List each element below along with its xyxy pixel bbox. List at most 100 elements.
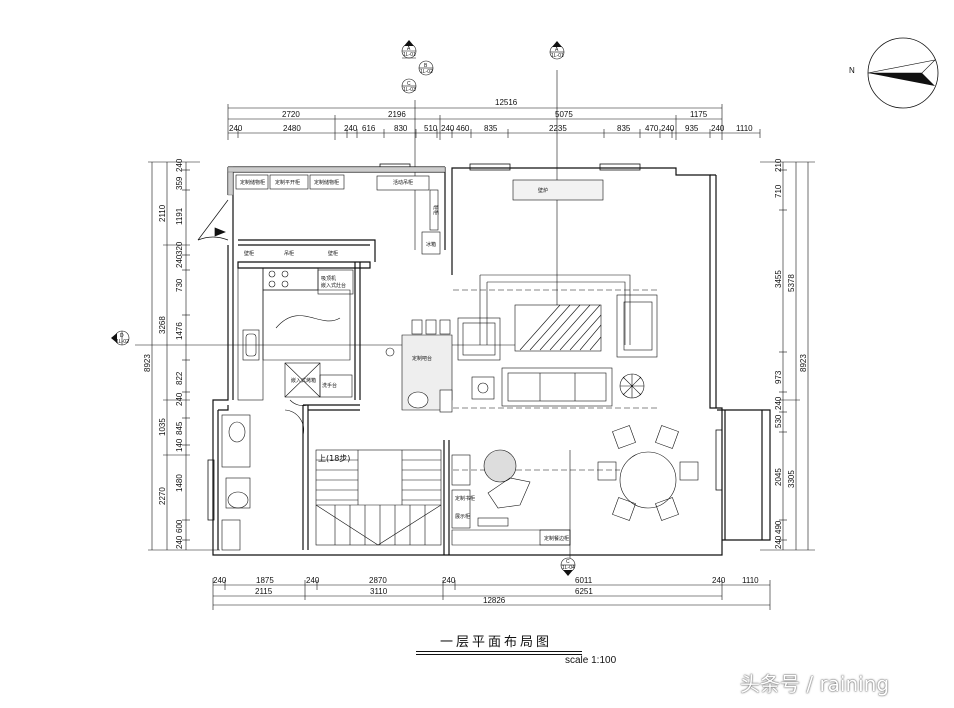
- bottom-dim: 1110: [742, 576, 759, 585]
- bottom-dim: 240: [306, 576, 320, 585]
- top-dim: 240: [661, 124, 675, 133]
- top-dim: 240: [229, 124, 243, 133]
- bottom-dim: 240: [442, 576, 456, 585]
- island-label: 定制吧台: [412, 355, 432, 362]
- top-dim: 240: [441, 124, 455, 133]
- bubble-ref: 1L-03: [403, 87, 416, 93]
- bottom-dim: 6011: [575, 576, 593, 585]
- dining-labels: 定制书柜 展示柜 定制餐边柜: [455, 495, 569, 542]
- living-label: 壁炉: [538, 187, 548, 194]
- bottom-dim: 1875: [256, 576, 274, 585]
- dining-label: 展示柜: [455, 513, 470, 520]
- left-overall-dim: 8923: [143, 354, 152, 372]
- left-dim: 1480: [175, 474, 184, 492]
- left-dim: 320: [175, 241, 184, 255]
- left-dim: 2110: [158, 204, 167, 222]
- top-dim: 2480: [283, 124, 301, 133]
- scale-label: scale 1:100: [565, 655, 617, 666]
- dimension-texts: 12516 2720 2196 5075 1175 240 2480 240 6…: [143, 98, 808, 605]
- bubble-ref: 1L-04: [562, 565, 575, 571]
- top-dim: 835: [484, 124, 498, 133]
- right-dim: 240: [774, 535, 783, 549]
- living-room: [457, 179, 658, 407]
- north-arrow-icon: [867, 37, 939, 109]
- cabinet-label: 壁柜: [328, 250, 338, 257]
- top-overall-dim: 12516: [495, 98, 518, 107]
- bottom-dim: 240: [213, 576, 227, 585]
- windows: [207, 163, 723, 521]
- bubble-arrows: [111, 40, 573, 576]
- top-dim: 460: [456, 124, 470, 133]
- living-labels: 壁炉: [538, 187, 548, 194]
- stairs: [315, 449, 442, 546]
- top-dim: 240: [344, 124, 358, 133]
- bottom-dim: 6251: [575, 587, 593, 596]
- right-dim: 530: [774, 414, 783, 428]
- bubble-letter: A: [555, 47, 559, 53]
- right-dim: 973: [774, 370, 783, 384]
- right-dim: 2045: [774, 468, 783, 486]
- top-dim: 2235: [549, 124, 567, 133]
- bubble-ref: 1L-02: [116, 339, 129, 345]
- dining-label: 定制书柜: [455, 495, 475, 502]
- kitchen-label: 嵌入式灶台: [321, 282, 346, 289]
- section-bubbles: [114, 43, 576, 573]
- cabinet-label: 活动吊柜: [393, 179, 413, 186]
- kitchen-label: 洗手台: [322, 382, 337, 389]
- bubble-letter: C: [566, 559, 570, 565]
- cabinet-label: 鞋柜: [432, 205, 439, 215]
- top-dimension-lines: [227, 104, 761, 140]
- top-dim: 835: [617, 124, 631, 133]
- left-dim: 240: [175, 254, 184, 268]
- top-dim: 5075: [555, 110, 573, 119]
- top-dim: 616: [362, 124, 376, 133]
- kitchen-label: 吸顶机: [321, 275, 336, 282]
- left-dim: 1191: [175, 207, 184, 225]
- watermark-text: 头条号 / raining: [740, 672, 890, 696]
- top-dim: 470: [645, 124, 659, 133]
- left-dim: 2270: [158, 487, 167, 505]
- top-dim: 935: [685, 124, 699, 133]
- bottom-dimension-lines: [212, 578, 771, 610]
- bubble-labels: A 1L-01 B 1L-02 C 1L-03 A 1L-01 D 1L-02 …: [116, 46, 575, 571]
- top-dim: 240: [711, 124, 725, 133]
- bathroom: [221, 409, 304, 551]
- stair-label: 上(18步): [318, 454, 350, 463]
- entry-door: [197, 199, 229, 241]
- right-dim: 5378: [787, 274, 796, 292]
- left-dim: 730: [175, 278, 184, 292]
- right-dim: 240: [774, 396, 783, 410]
- bubble-letter: C: [407, 81, 411, 87]
- right-dim: 3305: [787, 470, 796, 488]
- cabinet-label: 冰箱: [426, 241, 436, 248]
- bottom-dim: 3110: [370, 587, 388, 596]
- hatch-strips: [227, 166, 446, 196]
- left-dim: 1476: [175, 322, 184, 340]
- top-dim: 2196: [388, 110, 406, 119]
- cabinet-label: 定制储物柜: [314, 179, 339, 186]
- bottom-dim: 2115: [255, 587, 273, 596]
- bubble-ref: 1L-01: [551, 53, 564, 59]
- right-dimension-lines: [760, 161, 815, 551]
- storage-cabinets: [235, 174, 441, 255]
- right-dim: 710: [774, 184, 783, 198]
- title-underline: [416, 651, 582, 652]
- kitchen-labels: 吸顶机 嵌入式灶台 嵌入式烤箱 洗手台: [291, 275, 346, 389]
- bubble-letter: D: [120, 333, 124, 339]
- right-dim: 490: [774, 520, 783, 534]
- left-dimension-lines: [148, 161, 220, 551]
- cabinet-label: 吊柜: [284, 250, 294, 257]
- bottom-overall-dim: 12826: [483, 596, 506, 605]
- bubble-letter: B: [424, 63, 428, 69]
- north-label: N: [849, 66, 855, 75]
- walls: [212, 166, 771, 556]
- top-dim: 830: [394, 124, 408, 133]
- bottom-dim: 2870: [369, 576, 387, 585]
- dining-label: 定制餐边柜: [544, 535, 569, 542]
- left-dim: 845: [175, 421, 184, 435]
- left-dim: 1035: [158, 418, 167, 436]
- right-overall-dim: 8923: [799, 354, 808, 372]
- left-dim: 240: [175, 158, 184, 172]
- left-dim: 3268: [158, 316, 167, 334]
